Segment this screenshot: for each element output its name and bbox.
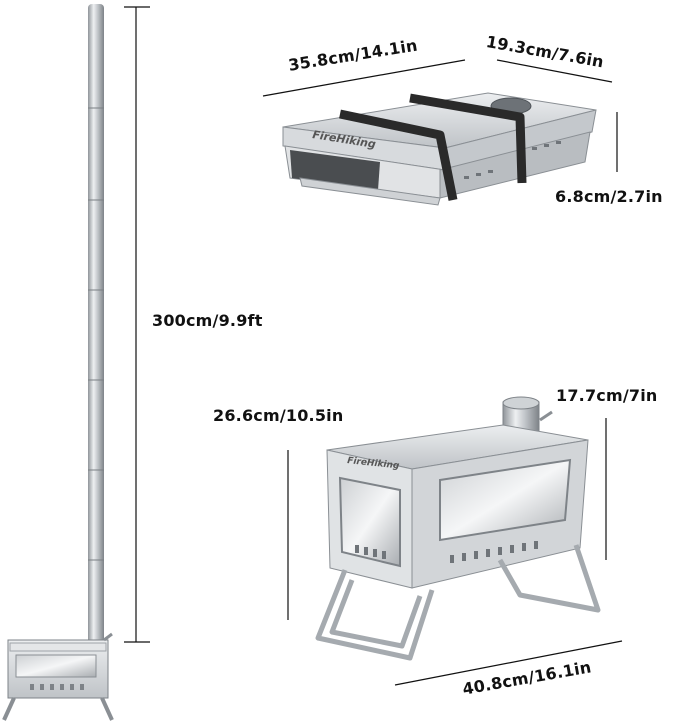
folded-stove: FireHiking <box>282 92 597 206</box>
folded-dimension-lines <box>262 59 618 172</box>
pipe-dimension-line <box>124 6 150 643</box>
folded-height-label: 6.8cm/2.7in <box>555 187 663 206</box>
strap-left <box>339 109 458 201</box>
strap-right <box>409 93 527 184</box>
stove-with-chimney <box>2 4 114 721</box>
stove-height-label: 26.6cm/10.5in <box>213 406 344 425</box>
side-glass-window <box>439 458 572 542</box>
front-glass-window <box>338 476 401 568</box>
small-stove <box>2 632 114 721</box>
assembled-stove: FireHiking <box>315 396 601 661</box>
stove-legs <box>315 569 435 661</box>
assembled-dimension-lines <box>287 418 623 686</box>
chimney-pipe <box>88 4 104 644</box>
stove-depth-label: 17.7cm/7in <box>556 386 658 405</box>
pipe-height-label: 300cm/9.9ft <box>152 311 263 330</box>
